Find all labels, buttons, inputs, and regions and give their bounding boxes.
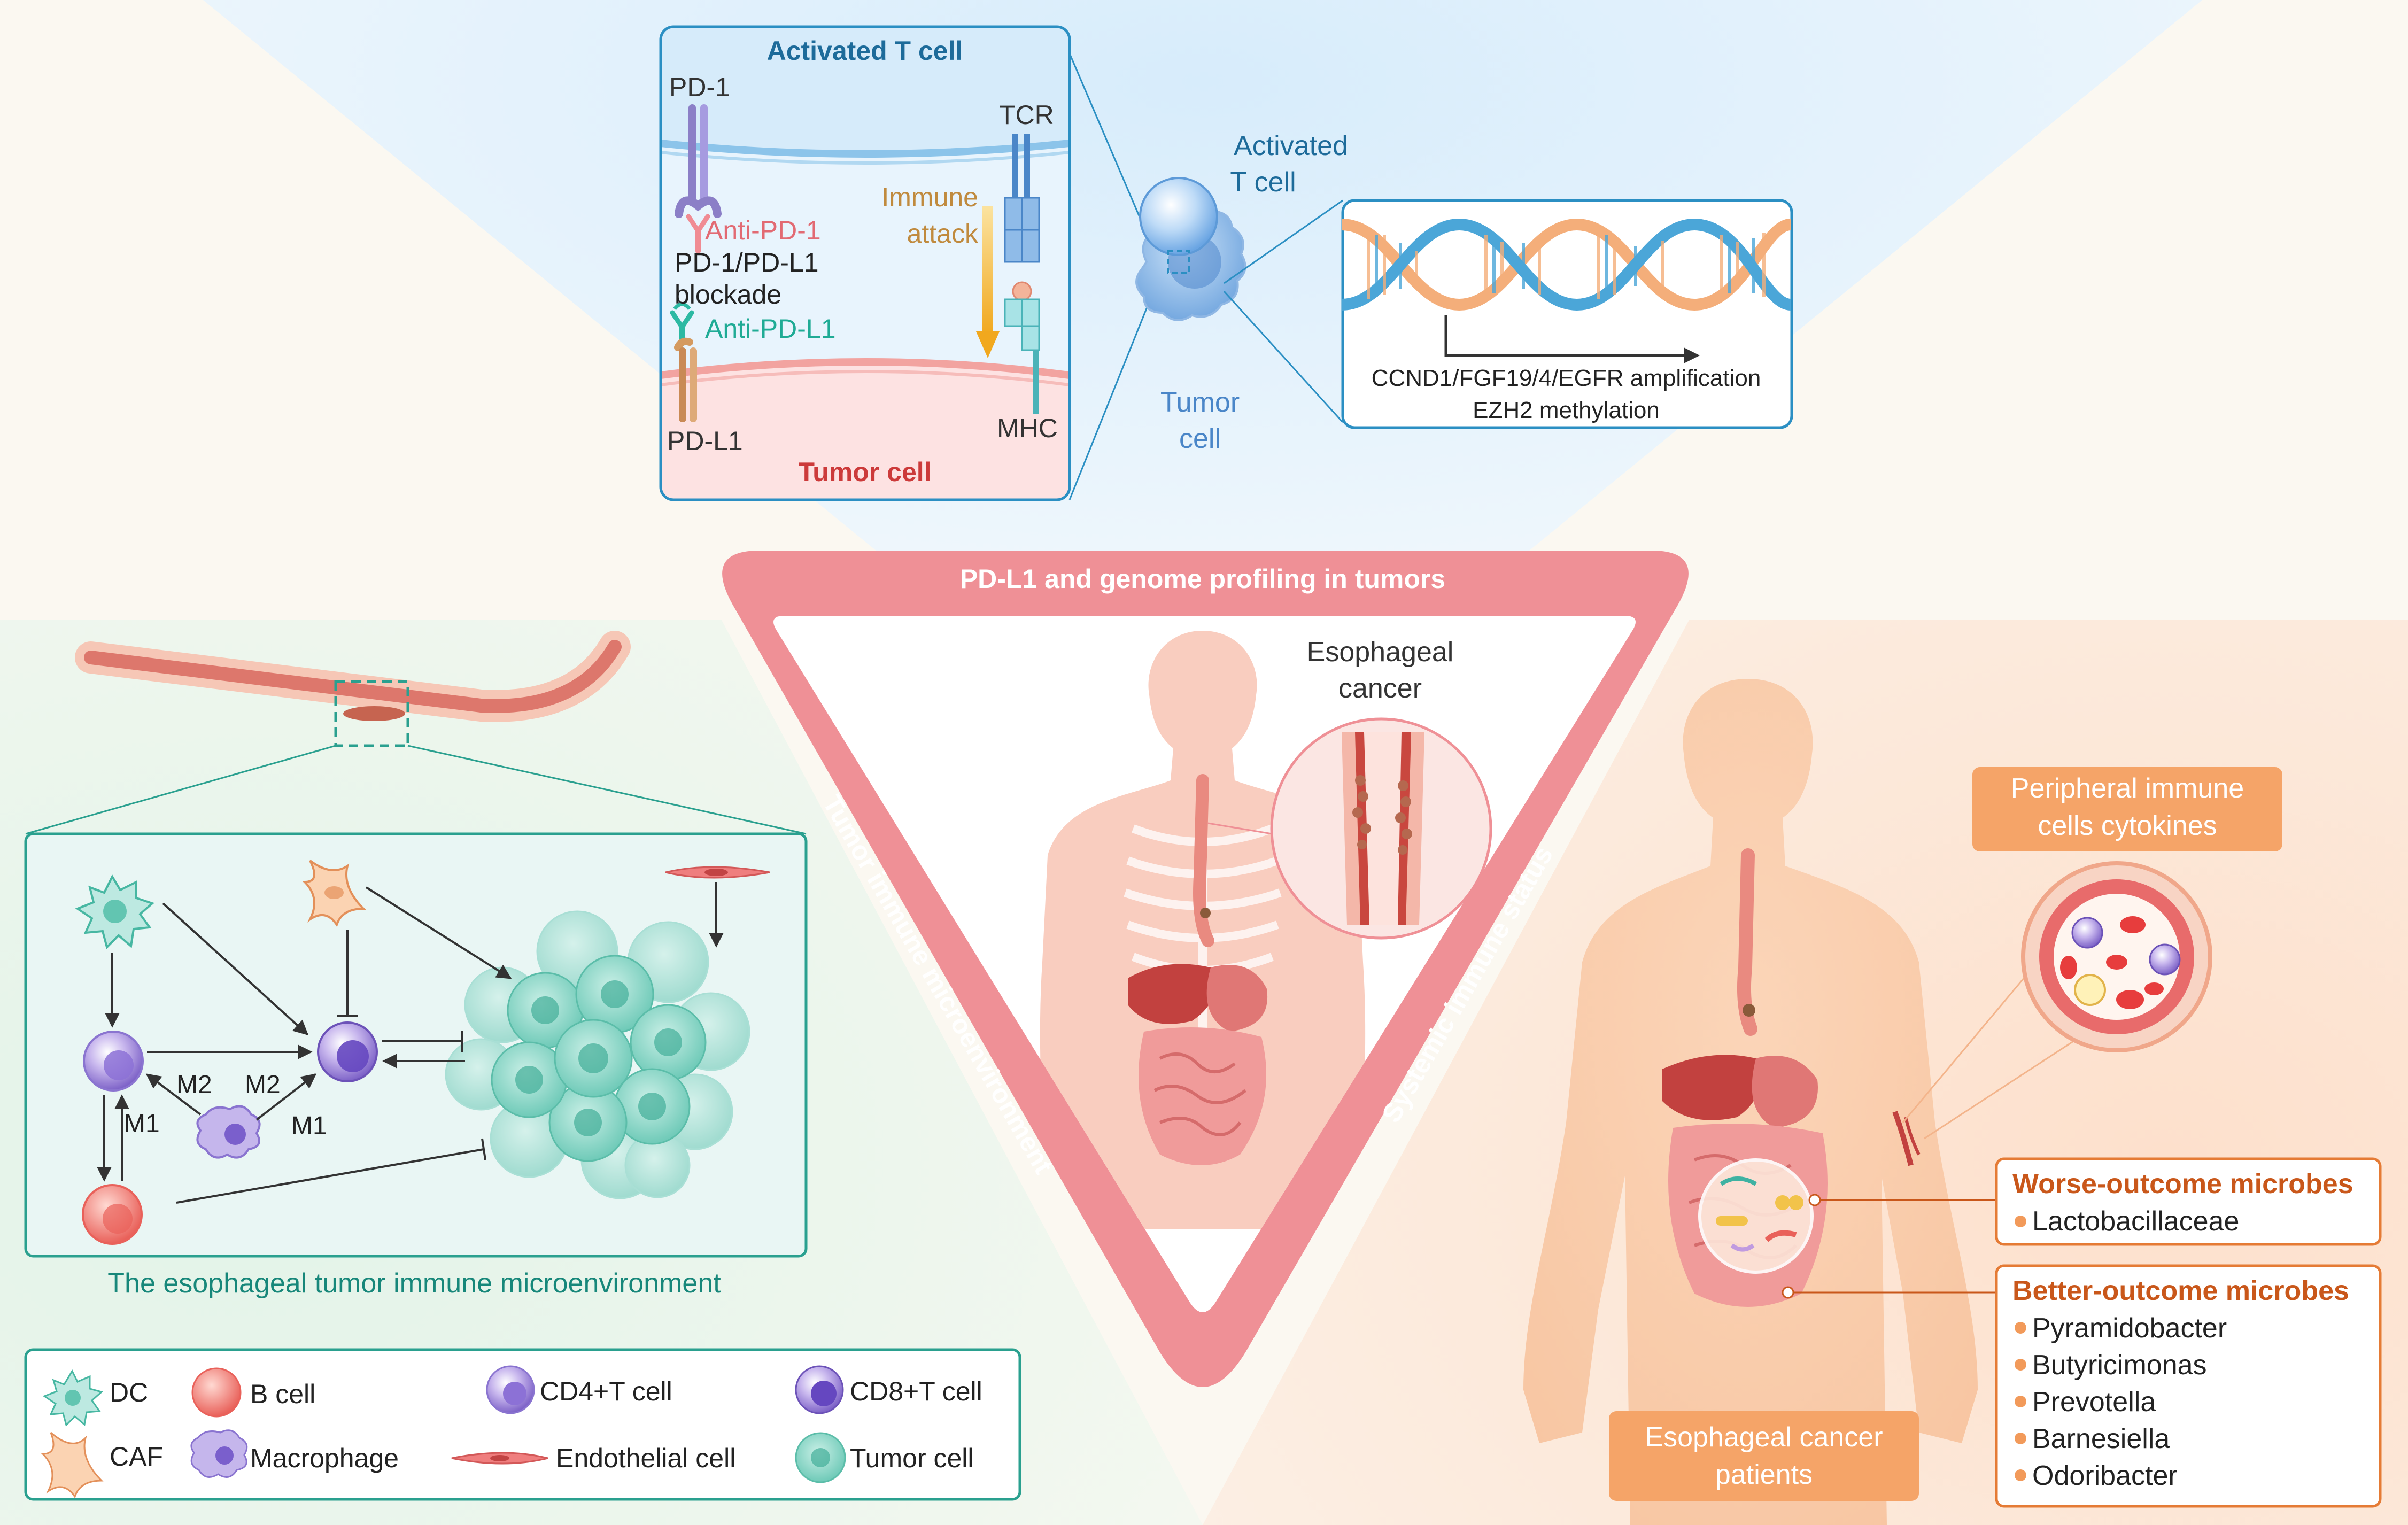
left-panel: M2 M2 M1 M1 The esophageal tumor immune … — [24, 631, 1021, 1501]
legend-b-cell-label: B cell — [250, 1379, 315, 1409]
better-outcome-box: Better-outcome microbes Pyramidobacter B… — [1782, 1264, 2382, 1508]
bullet-icon — [2015, 1469, 2026, 1481]
zoom-connector — [1224, 199, 1343, 284]
zoom-connector — [407, 745, 807, 835]
patients-label-line2: patients — [1715, 1459, 1813, 1490]
bullet-icon — [2015, 1359, 2026, 1371]
zoom-connector — [1223, 290, 1344, 423]
dc-cell-icon — [75, 874, 154, 949]
legend-cd4-label: CD4+T cell — [540, 1376, 672, 1406]
legend-caf-label: CAF — [110, 1442, 163, 1472]
legend-cd8-label: CD8+T cell — [850, 1376, 982, 1406]
dna-label-line2: EZH2 methylation — [1473, 397, 1660, 423]
anti-pd1-antibody-icon — [686, 214, 710, 254]
top-panel: Activated T cell PD-1 TCR Anti-PD-1 Immu… — [659, 25, 1793, 501]
better-outcome-item: Pyramidobacter — [2032, 1313, 2227, 1344]
bullet-icon — [2015, 1216, 2026, 1227]
m1-label-b: M1 — [291, 1112, 327, 1140]
bullet-icon — [2015, 1396, 2026, 1407]
tumor-cell-box-title: Tumor cell — [798, 457, 931, 487]
synapse-box-border — [659, 25, 1071, 501]
right-panel: Peripheral immune cells cytokines Worse-… — [1523, 679, 2382, 1525]
pdl1-ligand-icon — [674, 337, 697, 422]
human-body-illustration — [1040, 631, 1366, 1229]
activated-tcell-label-line1: Activated — [1234, 130, 1348, 161]
dna-helix-icon — [1341, 218, 1792, 311]
cd8-tcell-icon — [317, 1021, 378, 1082]
tcr-mhc-complex-icon — [1004, 134, 1040, 414]
bullet-icon — [2015, 1433, 2026, 1444]
blockade-label-line2: blockade — [675, 280, 781, 309]
legend-cd4-icon — [486, 1365, 535, 1414]
legend-tumor-label: Tumor cell — [850, 1443, 974, 1473]
pd1-receptor-icon — [675, 104, 722, 218]
cell-legend: DC B cell CD4+T cell CD8+T cell CAF — [24, 1348, 1021, 1501]
gut-microbiome-icon — [1698, 1158, 1814, 1274]
organ-label-line1: Esophageal — [1307, 637, 1454, 668]
m1-label-a: M1 — [124, 1110, 160, 1138]
peripheral-label-line2: cells cytokines — [2038, 810, 2217, 841]
bullet-icon — [2015, 1322, 2026, 1334]
anti-pdl1-label: Anti-PD-L1 — [705, 314, 836, 344]
better-outcome-item: Barnesiella — [2032, 1423, 2170, 1454]
legend-cd8-icon — [795, 1365, 844, 1414]
better-outcome-item: Butyricimonas — [2032, 1350, 2207, 1381]
legend-endothelial-icon — [451, 1452, 548, 1465]
interaction-arrows — [97, 882, 724, 1204]
immune-attack-label-line2: attack — [907, 219, 979, 249]
tme-caption: The esophageal tumor immune microenviron… — [107, 1268, 721, 1299]
triangle-top-label: PD-L1 and genome profiling in tumors — [960, 564, 1445, 594]
legend-caf-icon — [41, 1431, 104, 1499]
worse-outcome-box: Worse-outcome microbes Lactobacillaceae — [1808, 1157, 2382, 1246]
pd1-label: PD-1 — [669, 72, 730, 102]
organ-label-line2: cancer — [1338, 673, 1422, 704]
peripheral-label-line1: Peripheral immune — [2011, 773, 2244, 804]
synapse-box-title: Activated T cell — [767, 36, 963, 66]
caf-cell-icon — [302, 860, 366, 927]
tcell-tumor-interaction-icon — [1135, 177, 1246, 321]
legend-tumor-icon — [795, 1432, 846, 1483]
better-outcome-item: Prevotella — [2032, 1387, 2156, 1418]
worse-outcome-title: Worse-outcome microbes — [2012, 1168, 2353, 1199]
esophagus-zoom-icon — [1207, 717, 1492, 940]
synapse-box: Activated T cell PD-1 TCR Anti-PD-1 Immu… — [659, 25, 1071, 501]
tumor-cell-label-line1: Tumor — [1160, 387, 1240, 418]
anti-pd1-label: Anti-PD-1 — [705, 215, 821, 245]
tme-box: M2 M2 M1 M1 — [24, 832, 808, 1258]
blood-vessel-icon — [1902, 861, 2212, 1140]
patients-box — [1609, 1411, 1919, 1501]
peripheral-immune-box — [1972, 767, 2282, 851]
esophagus-tube-icon — [75, 631, 631, 747]
legend-dc-icon — [42, 1369, 104, 1427]
zoom-connector — [1068, 277, 1160, 500]
legend-macrophage-label: Macrophage — [250, 1443, 399, 1473]
pdl1-label: PD-L1 — [667, 426, 743, 456]
worse-outcome-item: Lactobacillaceae — [2032, 1206, 2239, 1237]
m2-label-b: M2 — [245, 1071, 281, 1099]
blockade-label-line1: PD-1/PD-L1 — [675, 247, 819, 277]
endothelial-cell-icon — [665, 866, 770, 879]
m2-label-a: M2 — [176, 1071, 212, 1099]
activated-tcell-label-line2: T cell — [1230, 167, 1296, 198]
better-outcome-title: Better-outcome microbes — [2012, 1275, 2349, 1306]
legend-dc-label: DC — [110, 1377, 148, 1407]
legend-endothelial-label: Endothelial cell — [556, 1443, 735, 1473]
patients-label-line1: Esophageal cancer — [1645, 1422, 1883, 1453]
immune-attack-label-line1: Immune — [881, 182, 978, 212]
macrophage-cell-icon — [196, 1105, 261, 1159]
b-cell-icon — [82, 1184, 143, 1245]
legend-b-cell-icon — [191, 1367, 242, 1418]
mhc-label: MHC — [997, 413, 1058, 443]
cd4-tcell-icon — [83, 1031, 144, 1092]
tcr-label: TCR — [999, 100, 1054, 130]
dna-box: CCND1/FGF19/4/EGFR amplification EZH2 me… — [1341, 199, 1793, 429]
immune-attack-arrow — [976, 206, 1000, 358]
better-outcome-item: Odoribacter — [2032, 1460, 2178, 1491]
legend-macrophage-icon — [190, 1429, 248, 1478]
dna-label-line1: CCND1/FGF19/4/EGFR amplification — [1372, 365, 1761, 391]
tumor-mass-icon — [445, 910, 750, 1199]
tumor-cell-label-line2: cell — [1179, 423, 1221, 454]
zoom-connector — [25, 745, 336, 835]
